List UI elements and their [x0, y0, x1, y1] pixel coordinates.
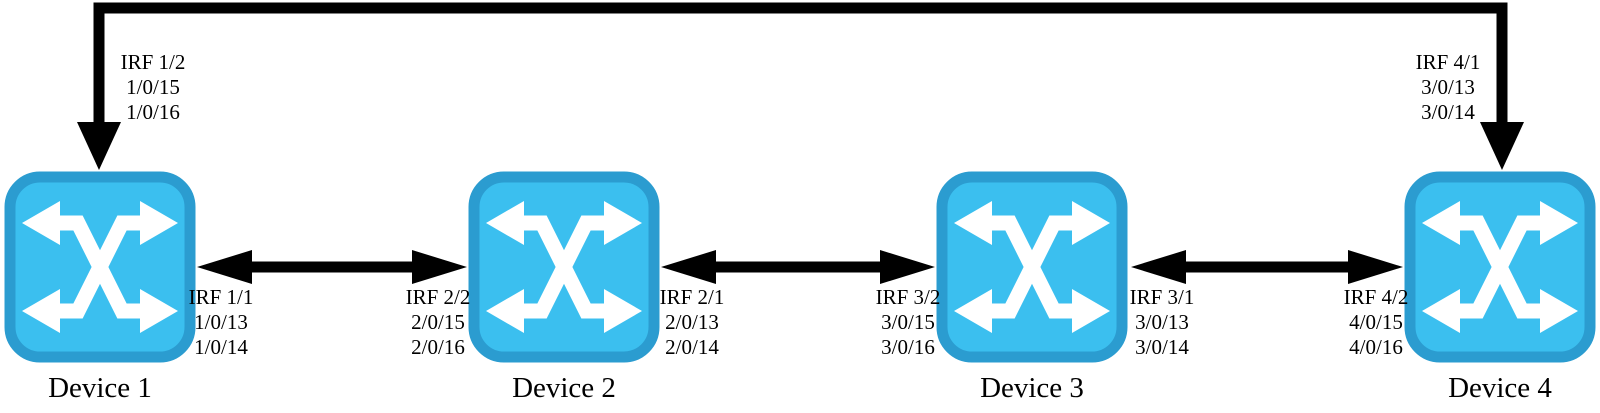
port-label-device3-left: IRF 3/2 3/0/15 3/0/16 — [843, 285, 973, 360]
arrowhead-right — [1348, 250, 1403, 284]
port-label-line: IRF 4/2 — [1343, 285, 1409, 309]
port-label-device4-top: IRF 4/1 3/0/13 3/0/14 — [1383, 50, 1513, 125]
device-label-4: Device 4 — [1448, 372, 1552, 404]
port-label-device1-top: IRF 1/2 1/0/15 1/0/16 — [88, 50, 218, 125]
port-label-line: 2/0/13 — [665, 310, 719, 334]
device-label-2: Device 2 — [512, 372, 616, 404]
port-label-line: 3/0/13 — [1421, 75, 1475, 99]
arrowhead-left — [197, 250, 252, 284]
port-label-line: 2/0/16 — [411, 335, 465, 359]
arrowhead-down-device1 — [77, 122, 121, 170]
port-label-line: IRF 1/1 — [188, 285, 254, 309]
arrowhead-left — [661, 250, 716, 284]
arrowhead-left — [1131, 250, 1186, 284]
switch-icon-device3 — [936, 171, 1128, 363]
port-label-line: IRF 1/2 — [120, 50, 186, 74]
arrowhead-right — [412, 250, 467, 284]
port-label-line: 3/0/14 — [1135, 335, 1189, 359]
port-label-line: 3/0/15 — [881, 310, 935, 334]
arrowhead-right — [880, 250, 935, 284]
port-label-line: 4/0/15 — [1349, 310, 1403, 334]
link-device2-device3 — [661, 250, 935, 284]
port-label-line: 1/0/16 — [126, 100, 180, 124]
port-label-line: 1/0/14 — [194, 335, 248, 359]
port-label-device3-right: IRF 3/1 3/0/13 3/0/14 — [1097, 285, 1227, 360]
port-label-line: 1/0/15 — [126, 75, 180, 99]
port-label-line: IRF 2/1 — [659, 285, 725, 309]
port-label-device4-left: IRF 4/2 4/0/15 4/0/16 — [1311, 285, 1441, 360]
port-label-device2-right: IRF 2/1 2/0/13 2/0/14 — [627, 285, 757, 360]
port-label-line: IRF 2/2 — [405, 285, 471, 309]
device-label-3: Device 3 — [980, 372, 1084, 404]
port-label-line: 3/0/13 — [1135, 310, 1189, 334]
port-label-line: IRF 4/1 — [1415, 50, 1481, 74]
switch-icon-device4 — [1404, 171, 1596, 363]
ring-link-top — [77, 2, 1524, 170]
link-device3-device4 — [1131, 250, 1403, 284]
port-label-line: 2/0/15 — [411, 310, 465, 334]
switch-icon-device2 — [468, 171, 660, 363]
port-label-device1-right: IRF 1/1 1/0/13 1/0/14 — [156, 285, 286, 360]
port-label-line: 3/0/14 — [1421, 100, 1475, 124]
link-device1-device2 — [197, 250, 467, 284]
arrowhead-down-device4 — [1480, 122, 1524, 170]
device-label-1: Device 1 — [48, 372, 152, 404]
port-label-line: IRF 3/1 — [1129, 285, 1195, 309]
port-label-line: IRF 3/2 — [875, 285, 941, 309]
switch-icon-device1 — [4, 171, 196, 363]
port-label-line: 1/0/13 — [194, 310, 248, 334]
port-label-device2-left: IRF 2/2 2/0/15 2/0/16 — [373, 285, 503, 360]
port-label-line: 4/0/16 — [1349, 335, 1403, 359]
port-label-line: 2/0/14 — [665, 335, 719, 359]
port-label-line: 3/0/16 — [881, 335, 935, 359]
